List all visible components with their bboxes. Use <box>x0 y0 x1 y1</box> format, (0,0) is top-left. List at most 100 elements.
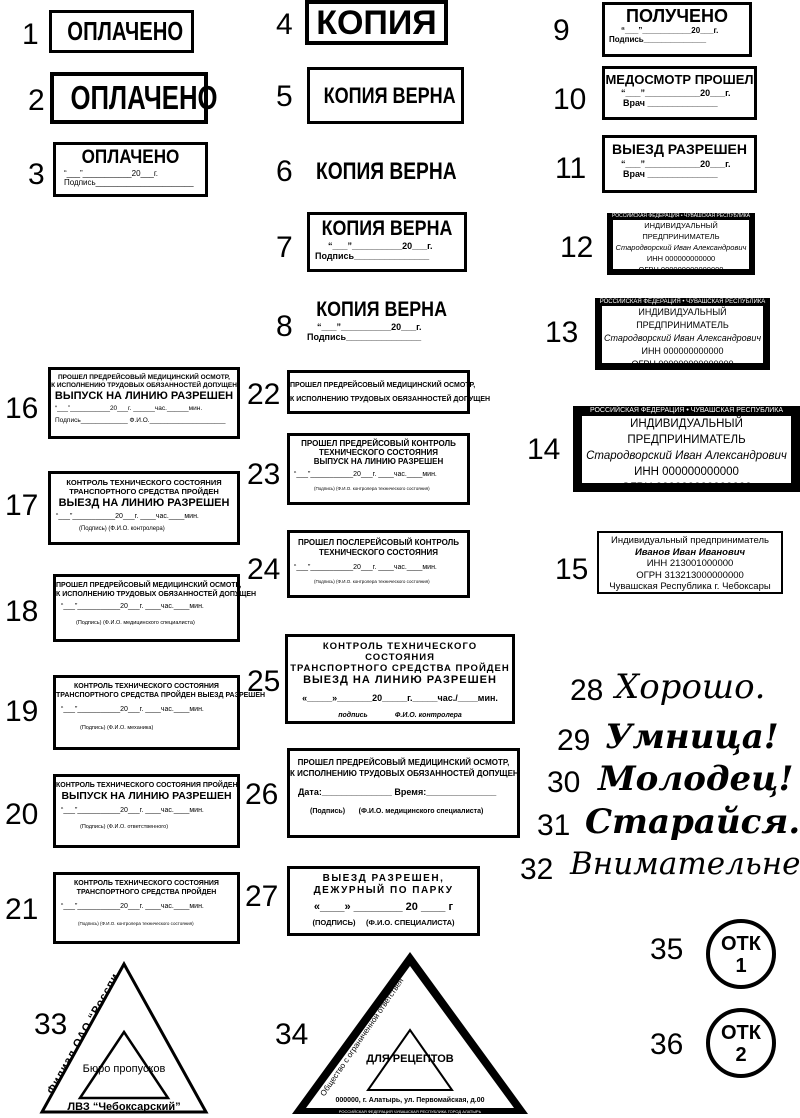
stamp-20-date: “___”___________20___г. ____час.____мин. <box>61 807 204 814</box>
stamp-24-date: “___”___________20___г. ____час.____мин. <box>294 564 437 571</box>
stamp-25-l3: ВЫЕЗД НА ЛИНИЮ РАЗРЕШЕН <box>303 674 497 686</box>
stamp-36[interactable]: ОТК 2 <box>706 1008 776 1078</box>
stamp-number-5: 5 <box>276 80 293 113</box>
stamp-11-title: ВЫЕЗД РАЗРЕШЕН <box>612 141 747 157</box>
stamp-14-l4: ОГРН 000000000000000 <box>621 482 752 494</box>
stamp-22-l2: К ИСПОЛНЕНИЮ ТРУДОВЫХ ОБЯЗАННОСТЕЙ ДОПУЩ… <box>290 396 491 403</box>
stamp-9-sign: Подпись______________ <box>609 35 707 44</box>
stamp-32-text[interactable]: Внимательнее. <box>570 846 800 882</box>
stamp-5-text: КОПИЯ ВЕРНА <box>323 83 456 108</box>
stamp-18[interactable]: ПРОШЕЛ ПРЕДРЕЙСОВЫЙ МЕДИЦИНСКИЙ ОСМОТР, … <box>53 574 256 642</box>
stamp-number-36: 36 <box>650 1028 684 1061</box>
stamp-12[interactable]: РОССИЙСКАЯ ФЕДЕРАЦИЯ • ЧУВАШСКАЯ РЕСПУБЛ… <box>607 213 755 275</box>
stamp-20[interactable]: КОНТРОЛЬ ТЕХНИЧЕСКОГО СОСТОЯНИЯ ПРОЙДЕН … <box>53 774 240 848</box>
stamp-29-text[interactable]: Умница! <box>605 717 779 757</box>
stamp-25-sign: подпись Ф.И.О. контролера <box>338 712 462 719</box>
stamp-36-l1: ОТК <box>721 1022 761 1044</box>
stamp-15[interactable]: Индивидуальный предприниматель Иванов Ив… <box>597 531 783 594</box>
stamp-24[interactable]: ПРОШЕЛ ПОСЛЕРЕЙСОВЫЙ КОНТРОЛЬ ТЕХНИЧЕСКО… <box>287 530 470 598</box>
stamp-7-title: КОПИЯ ВЕРНА <box>321 217 453 240</box>
stamp-number-30: 30 <box>547 766 581 799</box>
stamp-33-bottom: ЛВЗ “Чебоксарский” <box>67 1101 180 1113</box>
stamp-3-sign: Подпись______________________ <box>64 178 194 187</box>
stamp-12-border: РОССИЙСКАЯ ФЕДЕРАЦИЯ • ЧУВАШСКАЯ РЕСПУБЛ… <box>612 213 750 219</box>
stamp-20-l2: ВЫПУСК НА ЛИНИЮ РАЗРЕШЕН <box>61 790 232 802</box>
stamp-2[interactable]: ОПЛАЧЕНО <box>50 72 218 124</box>
stamp-number-27: 27 <box>245 880 279 913</box>
stamp-34[interactable]: Общество с ограниченной ответственностью… <box>290 950 530 1118</box>
stamp-6[interactable]: КОПИЯ ВЕРНА <box>300 155 460 189</box>
stamp-27[interactable]: ВЫЕЗД РАЗРЕШЕН, ДЕЖУРНЫЙ ПО ПАРКУ «____»… <box>287 866 480 936</box>
stamp-number-17: 17 <box>5 489 39 522</box>
stamp-17-date: “___”___________20___г. ____час.____мин. <box>56 513 199 520</box>
stamp-14[interactable]: РОССИЙСКАЯ ФЕДЕРАЦИЯ • ЧУВАШСКАЯ РЕСПУБЛ… <box>573 406 800 494</box>
stamp-10[interactable]: МЕДОСМОТР ПРОШЕЛ “___”___________20___г.… <box>602 66 757 120</box>
stamp-22[interactable]: ПРОШЕЛ ПРЕДРЕЙСОВЫЙ МЕДИЦИНСКИЙ ОСМОТР, … <box>287 370 491 414</box>
stamp-21-sign: (Подпись) (Ф.И.О. контролера техническог… <box>78 921 194 926</box>
stamp-number-1: 1 <box>22 18 39 51</box>
stamp-4[interactable]: КОПИЯ <box>305 0 448 45</box>
stamp-25[interactable]: КОНТРОЛЬ ТЕХНИЧЕСКОГО СОСТОЯНИЯ ТРАНСПОР… <box>285 634 515 724</box>
stamp-25-date: «_____»_______20_____г._____час./____мин… <box>302 693 498 703</box>
stamp-17-l2: ТРАНСПОРТНОГО СРЕДСТВА ПРОЙДЕН <box>69 487 219 496</box>
stamp-7[interactable]: КОПИЯ ВЕРНА “___”__________20___г. Подпи… <box>307 212 467 272</box>
stamp-3[interactable]: ОПЛАЧЕНО “___”___________20___г. Подпись… <box>53 142 208 197</box>
stamp-1-text: ОПЛАЧЕНО <box>67 16 184 46</box>
stamp-11-date: “___”___________20___г. <box>621 159 731 169</box>
stamp-31-text[interactable]: Старайся. <box>585 802 800 842</box>
stamp-23-l2: ТЕХНИЧЕСКОГО СОСТОЯНИЯ <box>318 448 438 457</box>
stamp-34-bottom: 000000, г. Алатырь, ул. Первомайская, д.… <box>335 1096 484 1104</box>
stamp-13-l3: ИНН 000000000000 <box>641 346 724 356</box>
stamp-number-33: 33 <box>34 1008 68 1041</box>
stamp-8[interactable]: КОПИЯ ВЕРНА “___”__________20___г. Подпи… <box>305 298 455 348</box>
stamp-18-date: “___”___________20___г. ____час.____мин. <box>61 603 204 610</box>
stamp-23[interactable]: ПРОШЕЛ ПРЕДРЕЙСОВЫЙ КОНТРОЛЬ ТЕХНИЧЕСКОГ… <box>287 433 470 505</box>
stamp-9[interactable]: ПОЛУЧЕНО “___”___________20___г. Подпись… <box>602 2 752 57</box>
stamp-number-20: 20 <box>5 798 39 831</box>
stamp-19[interactable]: КОНТРОЛЬ ТЕХНИЧЕСКОГО СОСТОЯНИЯ ТРАНСПОР… <box>53 675 265 750</box>
stamp-11[interactable]: ВЫЕЗД РАЗРЕШЕН “___”___________20___г. В… <box>602 135 757 193</box>
stamp-number-6: 6 <box>276 155 293 188</box>
stamp-7-sign: Подпись_______________ <box>315 251 430 261</box>
stamp-16-l2: К ИСПОЛНЕНИЮ ТРУДОВЫХ ОБЯЗАННОСТЕЙ ДОПУЩ… <box>51 382 237 389</box>
stamp-35-l2: 1 <box>735 955 747 977</box>
stamp-9-date: “___”___________20___г. <box>621 26 719 35</box>
stamp-number-13: 13 <box>545 316 579 349</box>
stamp-14-border: РОССИЙСКАЯ ФЕДЕРАЦИЯ • ЧУВАШСКАЯ РЕСПУБЛ… <box>589 407 784 414</box>
stamp-number-14: 14 <box>527 433 561 466</box>
stamp-20-sign: (Подпись) (Ф.И.О. ответственного) <box>80 824 169 830</box>
stamp-17[interactable]: КОНТРОЛЬ ТЕХНИЧЕСКОГО СОСТОЯНИЯ ТРАНСПОР… <box>48 471 240 545</box>
stamp-35[interactable]: ОТК 1 <box>706 919 776 989</box>
stamp-14-l2: Стародворский Иван Александрович <box>586 450 787 462</box>
stamp-25-l2: ТРАНСПОРТНОГО СРЕДСТВА ПРОЙДЕН <box>290 663 510 674</box>
stamp-number-31: 31 <box>537 809 571 842</box>
stamp-27-date: «____» ________ 20 ____ г <box>313 901 454 913</box>
stamp-28-text[interactable]: Хорошо. <box>615 667 766 707</box>
stamp-12-l2: Стародворский Иван Александрович <box>615 243 747 252</box>
stamp-21[interactable]: КОНТРОЛЬ ТЕХНИЧЕСКОГО СОСТОЯНИЯ ТРАНСПОР… <box>53 872 240 944</box>
stamp-13[interactable]: РОССИЙСКАЯ ФЕДЕРАЦИЯ • ЧУВАШСКАЯ РЕСПУБЛ… <box>595 298 770 370</box>
stamp-14-l1: ИНДИВИДУАЛЬНЫЙ ПРЕДПРИНИМАТЕЛЬ <box>627 418 746 446</box>
stamp-number-16: 16 <box>5 392 39 425</box>
stamp-33[interactable]: Филиал ОАО “Росспиртпром” Бюро пропусков… <box>38 960 210 1118</box>
stamp-9-title: ПОЛУЧЕНО <box>626 6 728 26</box>
stamp-16[interactable]: ПРОШЕЛ ПРЕДРЕЙСОВЫЙ МЕДИЦИНСКИЙ ОСМОТР, … <box>48 367 240 439</box>
stamp-5[interactable]: КОПИЯ ВЕРНА <box>307 67 464 124</box>
stamp-8-date: “___”__________20___г. <box>317 322 422 332</box>
stamp-23-l1: ПРОШЕЛ ПРЕДРЕЙСОВЫЙ КОНТРОЛЬ <box>301 439 456 448</box>
stamp-21-l1: КОНТРОЛЬ ТЕХНИЧЕСКОГО СОСТОЯНИЯ <box>74 880 219 887</box>
stamp-number-8: 8 <box>276 310 293 343</box>
stamp-17-l1: КОНТРОЛЬ ТЕХНИЧЕСКОГО СОСТОЯНИЯ <box>66 478 222 487</box>
stamp-16-l3: ВЫПУСК НА ЛИНИЮ РАЗРЕШЕН <box>54 390 234 402</box>
stamp-26[interactable]: ПРОШЕЛ ПРЕДРЕЙСОВЫЙ МЕДИЦИНСКИЙ ОСМОТР, … <box>287 748 520 838</box>
stamp-number-34: 34 <box>275 1018 309 1051</box>
stamp-number-11: 11 <box>555 152 587 185</box>
stamp-30-text[interactable]: Молодец! <box>598 759 794 799</box>
stamp-19-sign: (Подпись) (Ф.И.О. механика) <box>80 725 154 731</box>
stamp-12-l3: ИНН 000000000000 <box>646 254 716 263</box>
stamp-13-border: РОССИЙСКАЯ ФЕДЕРАЦИЯ • ЧУВАШСКАЯ РЕСПУБЛ… <box>599 299 766 305</box>
stamp-16-sign: Подпись_____________ Ф.И.О._____________… <box>55 417 226 424</box>
stamp-number-19: 19 <box>5 695 39 728</box>
stamp-1[interactable]: ОПЛАЧЕНО <box>49 10 194 53</box>
stamp-7-date: “___”__________20___г. <box>328 241 433 251</box>
